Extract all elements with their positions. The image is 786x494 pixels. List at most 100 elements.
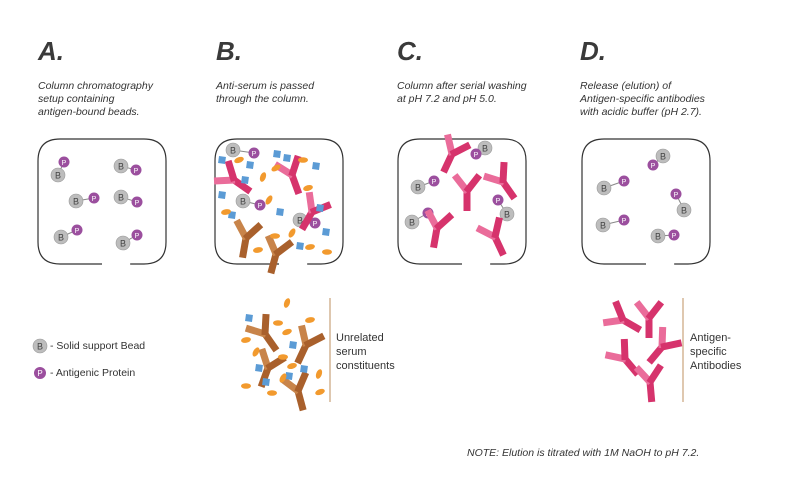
bead-symbol: B <box>504 210 510 220</box>
serum-protein-square <box>218 156 226 164</box>
panel-b-caption-line: through the column. <box>216 93 309 105</box>
bead-symbol: B <box>230 146 236 156</box>
bead-symbol: B <box>118 193 124 203</box>
bead <box>477 140 493 156</box>
specific-antibodies-label: Antigen- specific Antibodies <box>690 331 741 373</box>
column-a <box>37 138 167 265</box>
protein <box>130 164 142 176</box>
specific-antibody <box>602 300 643 334</box>
serum-protein-square <box>312 162 320 170</box>
serum-protein-oval <box>253 247 263 253</box>
panel-c-caption-line: Column after serial washing <box>397 80 527 92</box>
serum-protein-oval <box>282 328 292 336</box>
bead-symbol: B <box>240 197 246 207</box>
serum-protein-square <box>276 208 284 216</box>
svg-text:B: B <box>37 342 43 352</box>
bead <box>53 229 69 245</box>
serum-protein-square <box>285 372 293 380</box>
protein <box>58 156 70 168</box>
specific-antibody <box>482 161 518 201</box>
protein <box>618 214 630 226</box>
bead <box>68 193 84 209</box>
unrelated-label-line: constituents <box>336 360 395 372</box>
bead <box>499 206 515 222</box>
legend-protein-label: - Antigenic Protein <box>50 367 136 379</box>
bead <box>410 179 426 195</box>
specific-antibody <box>633 300 665 338</box>
panel-d-caption-line: Antigen-specific antibodies <box>580 93 705 105</box>
panel-a-caption-line: Column chromatography <box>38 80 153 92</box>
serum-protein-oval <box>322 249 332 255</box>
protein-symbol: P <box>313 221 318 228</box>
unrelated-antibody <box>244 313 280 353</box>
dividers <box>329 298 684 402</box>
protein <box>131 196 143 208</box>
serum-protein-square <box>241 176 249 184</box>
column-d <box>581 138 711 265</box>
serum-protein-oval <box>298 157 308 163</box>
panel-b-caption: Anti-serum is passed through the column. <box>216 80 376 106</box>
panel-a-caption-line: antigen-bound beads. <box>38 106 140 118</box>
serum-protein-square <box>283 154 291 162</box>
bead-protein: BP <box>492 194 515 222</box>
bead-symbol: B <box>482 144 488 154</box>
bead-protein: BP <box>596 175 630 196</box>
specific-label-line: Antibodies <box>690 360 742 372</box>
bead-symbol: B <box>655 232 661 242</box>
specific-label-line: Antigen- <box>690 332 731 344</box>
serum-protein-oval <box>265 195 273 205</box>
protein-symbol: P <box>135 200 140 207</box>
specific-antibody <box>633 363 664 403</box>
bead-protein: BP <box>115 229 143 251</box>
specific-antibody <box>451 173 483 211</box>
bead-symbol: B <box>58 233 64 243</box>
protein <box>647 159 659 171</box>
protein-symbol: P <box>432 179 437 186</box>
columns <box>37 138 711 265</box>
panel-d-caption-line: with acidic buffer (pH 2.7). <box>580 106 702 118</box>
protein-symbol: P <box>75 228 80 235</box>
panel-c-caption: Column after serial washing at pH 7.2 an… <box>397 80 557 106</box>
molecules: BPBPBPBPBPBPBPBPBPBPBPBPBPBPBPBPBPBP <box>50 133 692 412</box>
bead-symbol: B <box>118 162 124 172</box>
serum-protein-oval <box>288 228 296 238</box>
column-b <box>214 138 344 265</box>
protein <box>618 175 630 187</box>
protein-symbol: P <box>134 168 139 175</box>
serum-protein-oval <box>252 347 260 357</box>
serum-protein-oval <box>273 320 283 326</box>
serum-protein-oval <box>305 244 315 250</box>
specific-antibody <box>646 326 683 365</box>
bead-symbol: B <box>600 221 606 231</box>
protein-symbol: P <box>252 151 257 158</box>
bead <box>596 180 612 196</box>
legend-bead-icon: B <box>32 338 48 354</box>
bead <box>676 202 692 218</box>
bead-symbol: B <box>297 216 303 226</box>
bead <box>655 148 671 164</box>
bead <box>595 217 611 233</box>
protein-symbol: P <box>496 198 501 205</box>
unrelated-label-line: serum <box>336 346 367 358</box>
panel-d-caption-line: Release (elution) of <box>580 80 672 92</box>
bead-symbol: B <box>409 218 415 228</box>
panel-a-letter: A. <box>38 36 64 66</box>
bead-symbol: B <box>660 152 666 162</box>
specific-antibody <box>213 159 253 195</box>
bead <box>113 158 129 174</box>
serum-protein-square <box>255 364 263 372</box>
specific-label-line: specific <box>690 346 727 358</box>
serum-protein-oval <box>315 388 325 396</box>
protein <box>670 188 682 200</box>
bead-symbol: B <box>415 183 421 193</box>
unrelated-antibody <box>233 218 264 259</box>
elution-note: NOTE: Elution is titrated with 1M NaOH t… <box>467 447 700 459</box>
svg-text:P: P <box>37 369 42 378</box>
bead-symbol: B <box>73 197 79 207</box>
serum-protein-oval <box>305 317 315 323</box>
bead <box>225 142 241 158</box>
bead <box>115 235 131 251</box>
panel-d-letter: D. <box>580 36 606 66</box>
